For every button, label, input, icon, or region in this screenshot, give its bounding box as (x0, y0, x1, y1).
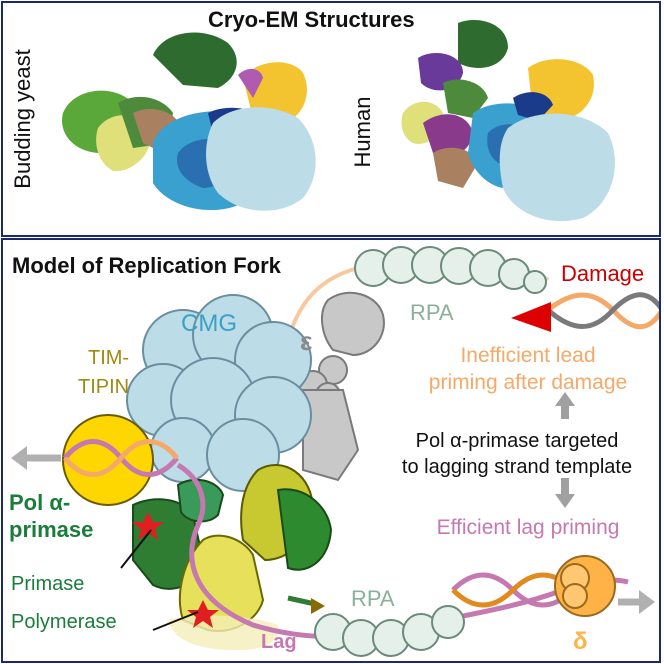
parental-duplex (63, 439, 179, 477)
rna-primer (287, 595, 316, 607)
label-rpa-top: RPA (410, 300, 454, 325)
pol-delta (554, 555, 616, 617)
label-delta: δ (573, 628, 588, 655)
polymerase-pointer (152, 611, 199, 631)
replication-fork-diagram (11, 246, 659, 657)
label-rpa-bottom: RPA (351, 586, 395, 611)
label-cmg: CMG (181, 310, 237, 337)
species-label-human: Human (350, 96, 375, 168)
yeast-density-map (62, 32, 316, 211)
flow-arrow-down (555, 478, 575, 508)
label-lag: Lag (261, 631, 297, 653)
label-primase: Primase (11, 573, 85, 595)
flow-arrow-up (555, 392, 575, 419)
primase-pointer (120, 529, 152, 569)
label-pol-alpha-line2: primase (9, 517, 94, 542)
text-targeted-line2: to lagging strand template (401, 456, 633, 478)
cryo-em-maps (62, 20, 615, 222)
label-tim-tipin-line2: TIPIN (78, 376, 130, 398)
cryo-em-panel: Cryo-EM Structures Budding yeast Human (1, 1, 661, 237)
damaged-dna (511, 292, 659, 332)
primer-arrow (311, 598, 325, 614)
label-epsilon: ε (300, 326, 313, 356)
label-pol-alpha-line1: Pol α- (9, 490, 71, 515)
panel-title: Cryo-EM Structures (208, 7, 415, 32)
text-inefficient-line2: priming after damage (428, 371, 628, 394)
rpa-top (354, 246, 550, 294)
label-damage: Damage (561, 261, 645, 286)
label-polymerase: Polymerase (11, 611, 117, 633)
fork-direction-arrow-right (618, 590, 655, 614)
pol-epsilon (298, 291, 385, 482)
text-inefficient-line1: Inefficient lead (460, 344, 596, 367)
species-label-yeast: Budding yeast (10, 49, 35, 189)
rpa-bottom (314, 605, 465, 657)
text-efficient: Efficient lag priming (436, 516, 620, 539)
panel-title: Model of Replication Fork (12, 253, 281, 278)
human-density-map (401, 20, 615, 222)
replication-fork-panel: Model of Replication Fork CMG TIM- TIPIN… (1, 238, 661, 663)
label-tim-tipin-line1: TIM- (88, 347, 130, 369)
tim-tipin-complex (62, 414, 154, 506)
pol-alpha-primase (132, 464, 333, 651)
fork-direction-arrow-left (11, 446, 61, 470)
text-targeted-line1: Pol α-primase targeted (415, 430, 619, 452)
damage-marker (511, 302, 551, 332)
